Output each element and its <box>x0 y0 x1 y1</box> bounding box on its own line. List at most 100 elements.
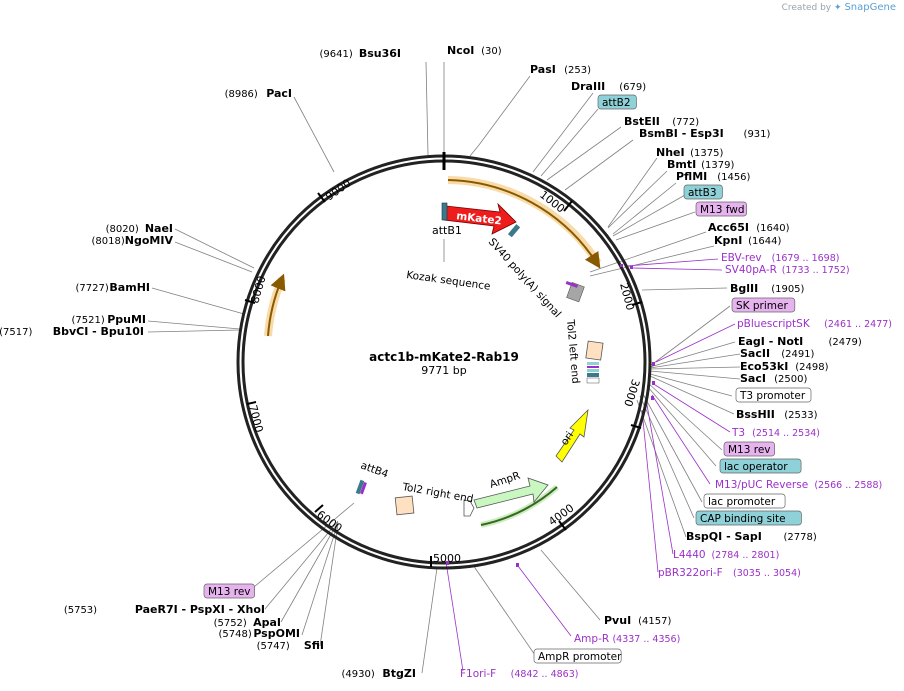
draiii-site-label[interactable]: DraIII(679) <box>571 80 646 93</box>
primer-range: (1733 .. 1752) <box>782 265 850 276</box>
lac-promoter-feature-label[interactable]: lac promoter <box>703 493 786 509</box>
primer-name: SV40pA-R <box>725 264 777 276</box>
site-name: DraIII <box>571 80 605 93</box>
nhei-site-label[interactable]: NheI(1375) <box>656 146 724 159</box>
m13-puc-reverse-primer-label[interactable]: M13/pUC Reverse(2566 .. 2588) <box>715 479 882 491</box>
site-name: BstEII <box>624 115 660 128</box>
l4440-primer-label[interactable]: L4440(2784 .. 2801) <box>673 549 779 561</box>
pflmi-site-label[interactable]: PflMI(1456) <box>676 170 751 183</box>
bsshii-site-label[interactable]: BssHII(2533) <box>736 408 818 421</box>
bsteii-site-label[interactable]: BstEII(772) <box>624 115 699 128</box>
site-position: (2498) <box>795 362 828 373</box>
kpni-site-label[interactable]: KpnI(1644) <box>714 234 782 247</box>
ampr-feature[interactable] <box>473 477 549 509</box>
amp-r-primer-label[interactable]: Amp-R(4337 .. 4356) <box>574 633 680 645</box>
bspqi-sapi-site-label[interactable]: BspQI - SapI(2778) <box>686 530 817 543</box>
primer-name: L4440 <box>673 549 706 561</box>
bsmbi-esp3i-site-label[interactable]: BsmBI - Esp3I(931) <box>639 127 771 140</box>
site-position: (5752) <box>214 618 247 629</box>
attb-cds-arc <box>447 179 601 269</box>
site-name: Bsu36I <box>359 47 401 60</box>
naei-site-label[interactable]: NaeI(8020) <box>106 222 173 235</box>
t3-primer-label[interactable]: T3(2514 .. 2534) <box>731 427 820 439</box>
site-position: (5753) <box>64 605 97 616</box>
pbr322ori-f-primer-label[interactable]: pBR322ori-F(3035 .. 3054) <box>658 567 801 579</box>
t3-promoter-feature-label[interactable]: T3 promoter <box>735 387 812 403</box>
sv40pa-r-primer-label[interactable]: SV40pA-R (1733 .. 1752) <box>725 264 850 276</box>
credit: Created by ✦ SnapGene <box>782 2 896 13</box>
ncoi-site-label[interactable]: NcoI(30) <box>447 44 502 57</box>
eco53ki-site-label[interactable]: Eco53kI(2498) <box>740 360 829 373</box>
tol2-left-feature[interactable] <box>585 340 604 361</box>
site-name: PasI <box>530 63 556 76</box>
f1ori-f-primer-label[interactable]: F1ori-F(4842 .. 4863) <box>460 668 578 680</box>
primer-range: (2514 .. 2534) <box>752 428 820 439</box>
bsu36i-site-label[interactable]: Bsu36I (9641) <box>319 47 401 60</box>
ngomiv-site-label[interactable]: NgoMIV(8018) <box>91 234 173 247</box>
site-position: (9641) <box>319 49 352 60</box>
ebv-rev-primer-label[interactable]: EBV-rev(1679 .. 1698) <box>721 252 839 264</box>
paer7i-pspxi-xhoi-site-label[interactable]: PaeR7I - PspXI - XhoI(5753) <box>64 603 265 616</box>
left-label-column: Bsu36I (9641) PacI(8986) NaeI(8020)NgoMIV(8… <box>0 47 416 680</box>
primer-connector-lines <box>445 258 736 672</box>
ori-feature[interactable] <box>555 408 589 463</box>
ppumi-site-label[interactable]: PpuMI(7521) <box>72 313 146 326</box>
paci-site-label[interactable]: PacI(8986) <box>225 87 292 100</box>
attb2-feature-label[interactable]: attB2 <box>597 94 637 110</box>
sacii-site-label[interactable]: SacII(2491) <box>740 347 815 360</box>
tol2-right-feature[interactable] <box>394 495 415 516</box>
mkate2-feature[interactable] <box>443 202 517 235</box>
attb1-feature[interactable] <box>441 202 448 221</box>
m13-fwd-feature-label[interactable]: M13 fwd <box>695 201 747 217</box>
acc65i-site-label[interactable]: Acc65I(1640) <box>708 221 790 234</box>
feature-label-text: lac promoter <box>708 496 776 508</box>
sv40-primer-mark <box>565 281 578 288</box>
site-position: (5747) <box>257 641 290 652</box>
bbvci-bpu10i-site-label[interactable]: BbvCI - Bpu10I(7517) <box>0 325 144 338</box>
feature-label-text: T3 promoter <box>739 390 806 402</box>
lac-operator-feature-label[interactable]: lac operator <box>719 458 802 474</box>
bmti-site-label[interactable]: BmtI(1379) <box>667 158 735 171</box>
ampr-promoter-feature[interactable] <box>463 499 475 517</box>
feature-label-text: AmpR promoter <box>538 651 622 663</box>
sv40-feature[interactable] <box>566 282 585 303</box>
pspomi-site-label[interactable]: PspOMI(5748) <box>218 627 300 640</box>
tick-label: 5000 <box>433 552 461 565</box>
sfii-site-label[interactable]: SfiI(5747) <box>257 639 324 652</box>
mkate2-label: mKate2 <box>456 210 503 227</box>
site-position: (8018) <box>91 236 124 247</box>
site-name: BmtI <box>667 158 696 171</box>
m13-rev-feature-label[interactable]: M13 rev <box>723 441 775 457</box>
feature-label-text: CAP binding site <box>700 513 786 525</box>
cap-mark <box>587 369 599 372</box>
primer-marks <box>446 264 655 567</box>
site-position: (1375) <box>690 148 723 159</box>
attb2-feature[interactable] <box>507 224 521 238</box>
bamhi-site-label[interactable]: BamHI(7727) <box>76 281 150 294</box>
bglii-site-label[interactable]: BglII(1905) <box>730 282 805 295</box>
site-position: (5748) <box>218 629 251 640</box>
pasi-site-label[interactable]: PasI(253) <box>530 63 591 76</box>
site-position: (2500) <box>774 374 807 385</box>
btgzi-site-label[interactable]: BtgZI(4930) <box>342 667 416 680</box>
attb4-primer-mark <box>360 482 367 495</box>
attb4-feature[interactable] <box>355 479 365 495</box>
m13-rev-feature-label[interactable]: M13 rev <box>203 583 255 599</box>
site-position: (4930) <box>342 669 375 680</box>
primer-mark <box>587 366 599 368</box>
apai-site-label[interactable]: ApaI(5752) <box>214 616 281 629</box>
saci-site-label[interactable]: SacI(2500) <box>740 372 808 385</box>
attb3-feature-label[interactable]: attB3 <box>683 184 723 200</box>
eagi-noti-site-label[interactable]: EagI - NotI(2479) <box>738 335 862 348</box>
cap-binding-site-feature-label[interactable]: CAP binding site <box>695 510 802 526</box>
tick-label: 3000 <box>621 377 642 408</box>
site-name: NaeI <box>145 222 173 235</box>
ampr-promoter-feature-label[interactable]: AmpR promoter <box>533 648 622 664</box>
tick-marks <box>244 192 643 567</box>
sk-primer-feature-label[interactable]: SK primer <box>731 297 796 313</box>
site-position: (2533) <box>784 410 817 421</box>
primer-name: pBluescriptSK <box>737 318 811 330</box>
pvui-site-label[interactable]: PvuI(4157) <box>604 614 672 627</box>
pbluescriptsk-primer-label[interactable]: pBluescriptSK(2461 .. 2477) <box>737 318 892 330</box>
